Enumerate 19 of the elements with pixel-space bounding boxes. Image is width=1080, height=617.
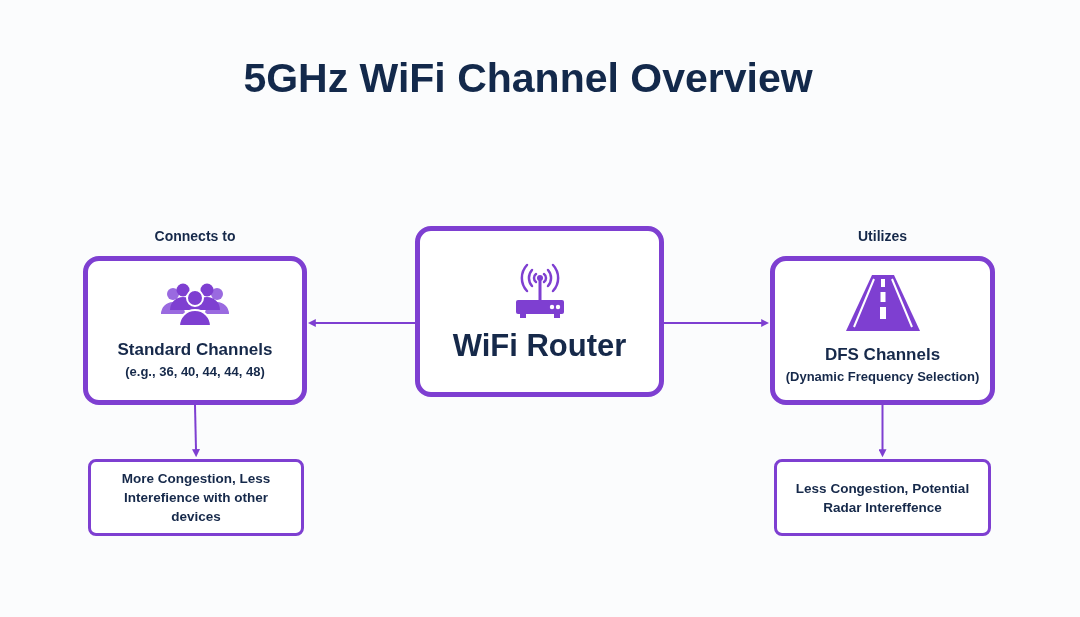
node-title: WiFi Router bbox=[452, 327, 627, 364]
arrow bbox=[663, 319, 770, 327]
title: 5GHz WiFi Channel Overview bbox=[242, 54, 814, 103]
node-subtitle: (Dynamic Frequency Selection) bbox=[785, 367, 980, 386]
node-caption: Utilizes bbox=[857, 227, 908, 246]
arrow bbox=[307, 319, 416, 327]
node-title: More Congestion, Less Interefience with other devices bbox=[120, 470, 272, 526]
node-title: Less Congestion, Potential Radar Intereffence bbox=[794, 479, 971, 517]
note-box bbox=[88, 459, 304, 536]
node-title: DFS Channels bbox=[824, 343, 941, 366]
arrow bbox=[878, 404, 887, 458]
arrow bbox=[192, 404, 200, 458]
process-box bbox=[770, 256, 995, 405]
node-caption: Connects to bbox=[153, 227, 237, 246]
process-box bbox=[83, 256, 307, 405]
node-title: Standard Channels bbox=[117, 338, 273, 361]
process-box bbox=[415, 226, 664, 397]
note-box bbox=[774, 459, 991, 536]
node-subtitle: (e.g., 36, 40, 44, 44, 48) bbox=[125, 362, 265, 381]
